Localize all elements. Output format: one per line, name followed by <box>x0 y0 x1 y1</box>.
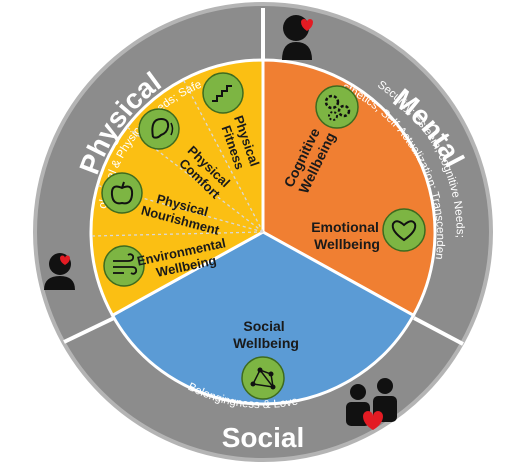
ring-divider-right <box>413 316 464 346</box>
mental-head-icon <box>282 15 313 60</box>
gears-icon <box>315 85 359 129</box>
wind-icon <box>103 245 145 287</box>
mental-sector <box>261 58 437 318</box>
ear-icon <box>138 108 180 150</box>
ring-divider-left <box>63 316 115 344</box>
heart-icon <box>382 208 426 252</box>
network-icon <box>241 356 285 400</box>
emotional-label: Emotional Wellbeing <box>311 219 383 252</box>
social-title: Social <box>222 422 304 453</box>
social-label: Social Wellbeing <box>233 318 299 351</box>
stairs-icon <box>202 72 244 114</box>
physical-head-icon <box>44 253 75 290</box>
apple-icon <box>101 172 143 214</box>
social-people-icon <box>346 378 397 430</box>
